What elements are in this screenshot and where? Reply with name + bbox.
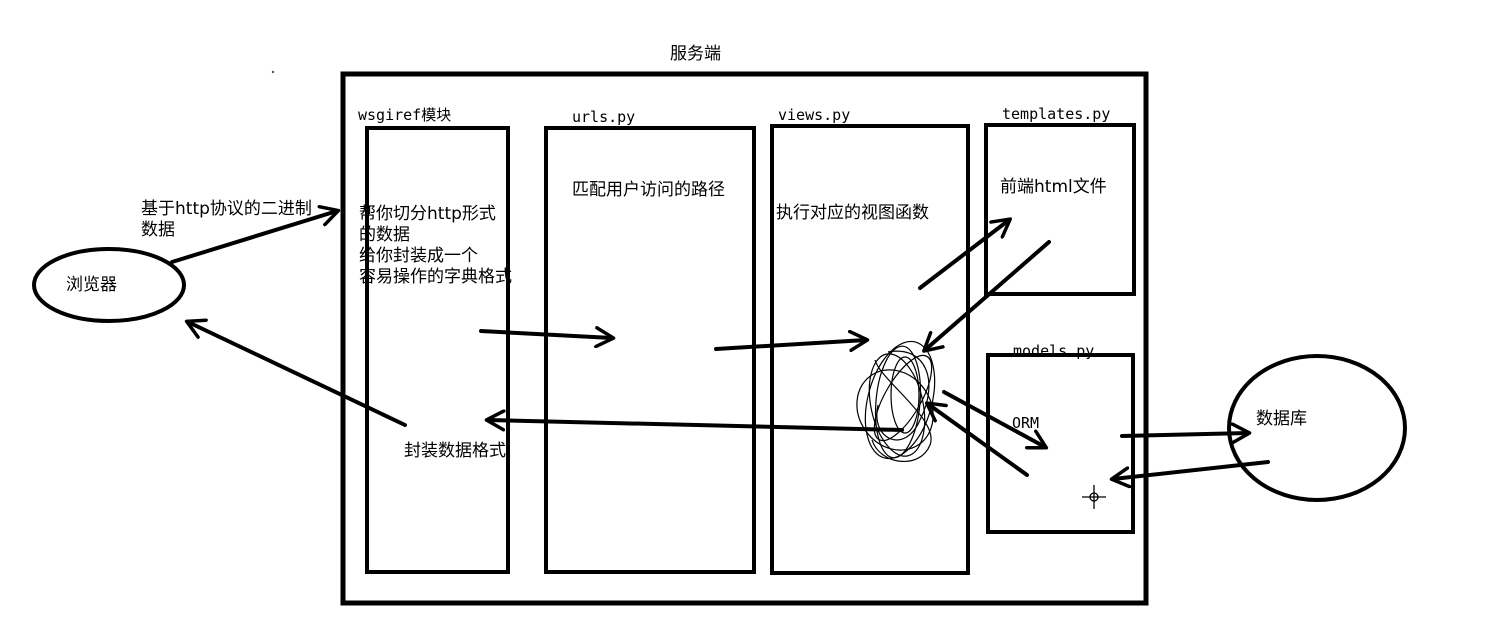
browser-label: 浏览器 bbox=[66, 275, 117, 295]
server-title: 服务端 bbox=[670, 44, 721, 64]
arrow-database-to-models bbox=[1113, 460, 1270, 479]
arrow-views-to-models bbox=[942, 390, 1045, 447]
models-box bbox=[986, 353, 1135, 534]
views-module-name: views.py bbox=[778, 106, 851, 124]
urls-description: 匹配用户访问的路径 bbox=[572, 180, 725, 200]
arrow-urls-to-views bbox=[714, 340, 866, 349]
views-description: 执行对应的视图函数 bbox=[776, 203, 929, 223]
request-label: 基于http协议的二进制 数据 bbox=[141, 199, 312, 240]
models-description: ORM bbox=[1012, 414, 1040, 432]
urls-box bbox=[544, 126, 756, 574]
views-scribble bbox=[856, 340, 936, 462]
arrow-browser-to-wsgiref bbox=[170, 211, 337, 264]
arrow-models-to-views bbox=[928, 404, 1029, 477]
database-node bbox=[1227, 354, 1407, 502]
arrow-views-to-wsgiref bbox=[488, 420, 904, 432]
wsgiref-module-name: wsgiref模块 bbox=[358, 106, 452, 124]
templates-module-name: templates.py bbox=[1002, 105, 1111, 123]
urls-module-name: urls.py bbox=[572, 108, 636, 126]
browser-node bbox=[32, 247, 186, 323]
arrow-models-to-database bbox=[1120, 433, 1248, 436]
templates-description: 前端html文件 bbox=[1000, 177, 1107, 197]
templates-box bbox=[984, 123, 1136, 296]
arrow-wsgiref-to-urls bbox=[479, 331, 612, 338]
database-label: 数据库 bbox=[1256, 409, 1307, 429]
views-box bbox=[770, 124, 970, 575]
wsgiref-response-text: 封装数据格式 bbox=[404, 441, 506, 461]
crosshair-icon bbox=[1082, 485, 1106, 509]
server-box bbox=[340, 71, 1149, 606]
wsgiref-box bbox=[365, 126, 510, 574]
arrow-templates-to-views bbox=[925, 240, 1051, 350]
models-module-name: models.py bbox=[1013, 342, 1095, 360]
arrow-wsgiref-to-browser bbox=[188, 322, 407, 427]
wsgiref-description: 帮你切分http形式 的数据 给你封装成一个 容易操作的字典格式 bbox=[359, 204, 512, 287]
stray-dot bbox=[271, 70, 275, 74]
arrow-views-to-templates bbox=[918, 220, 1009, 290]
